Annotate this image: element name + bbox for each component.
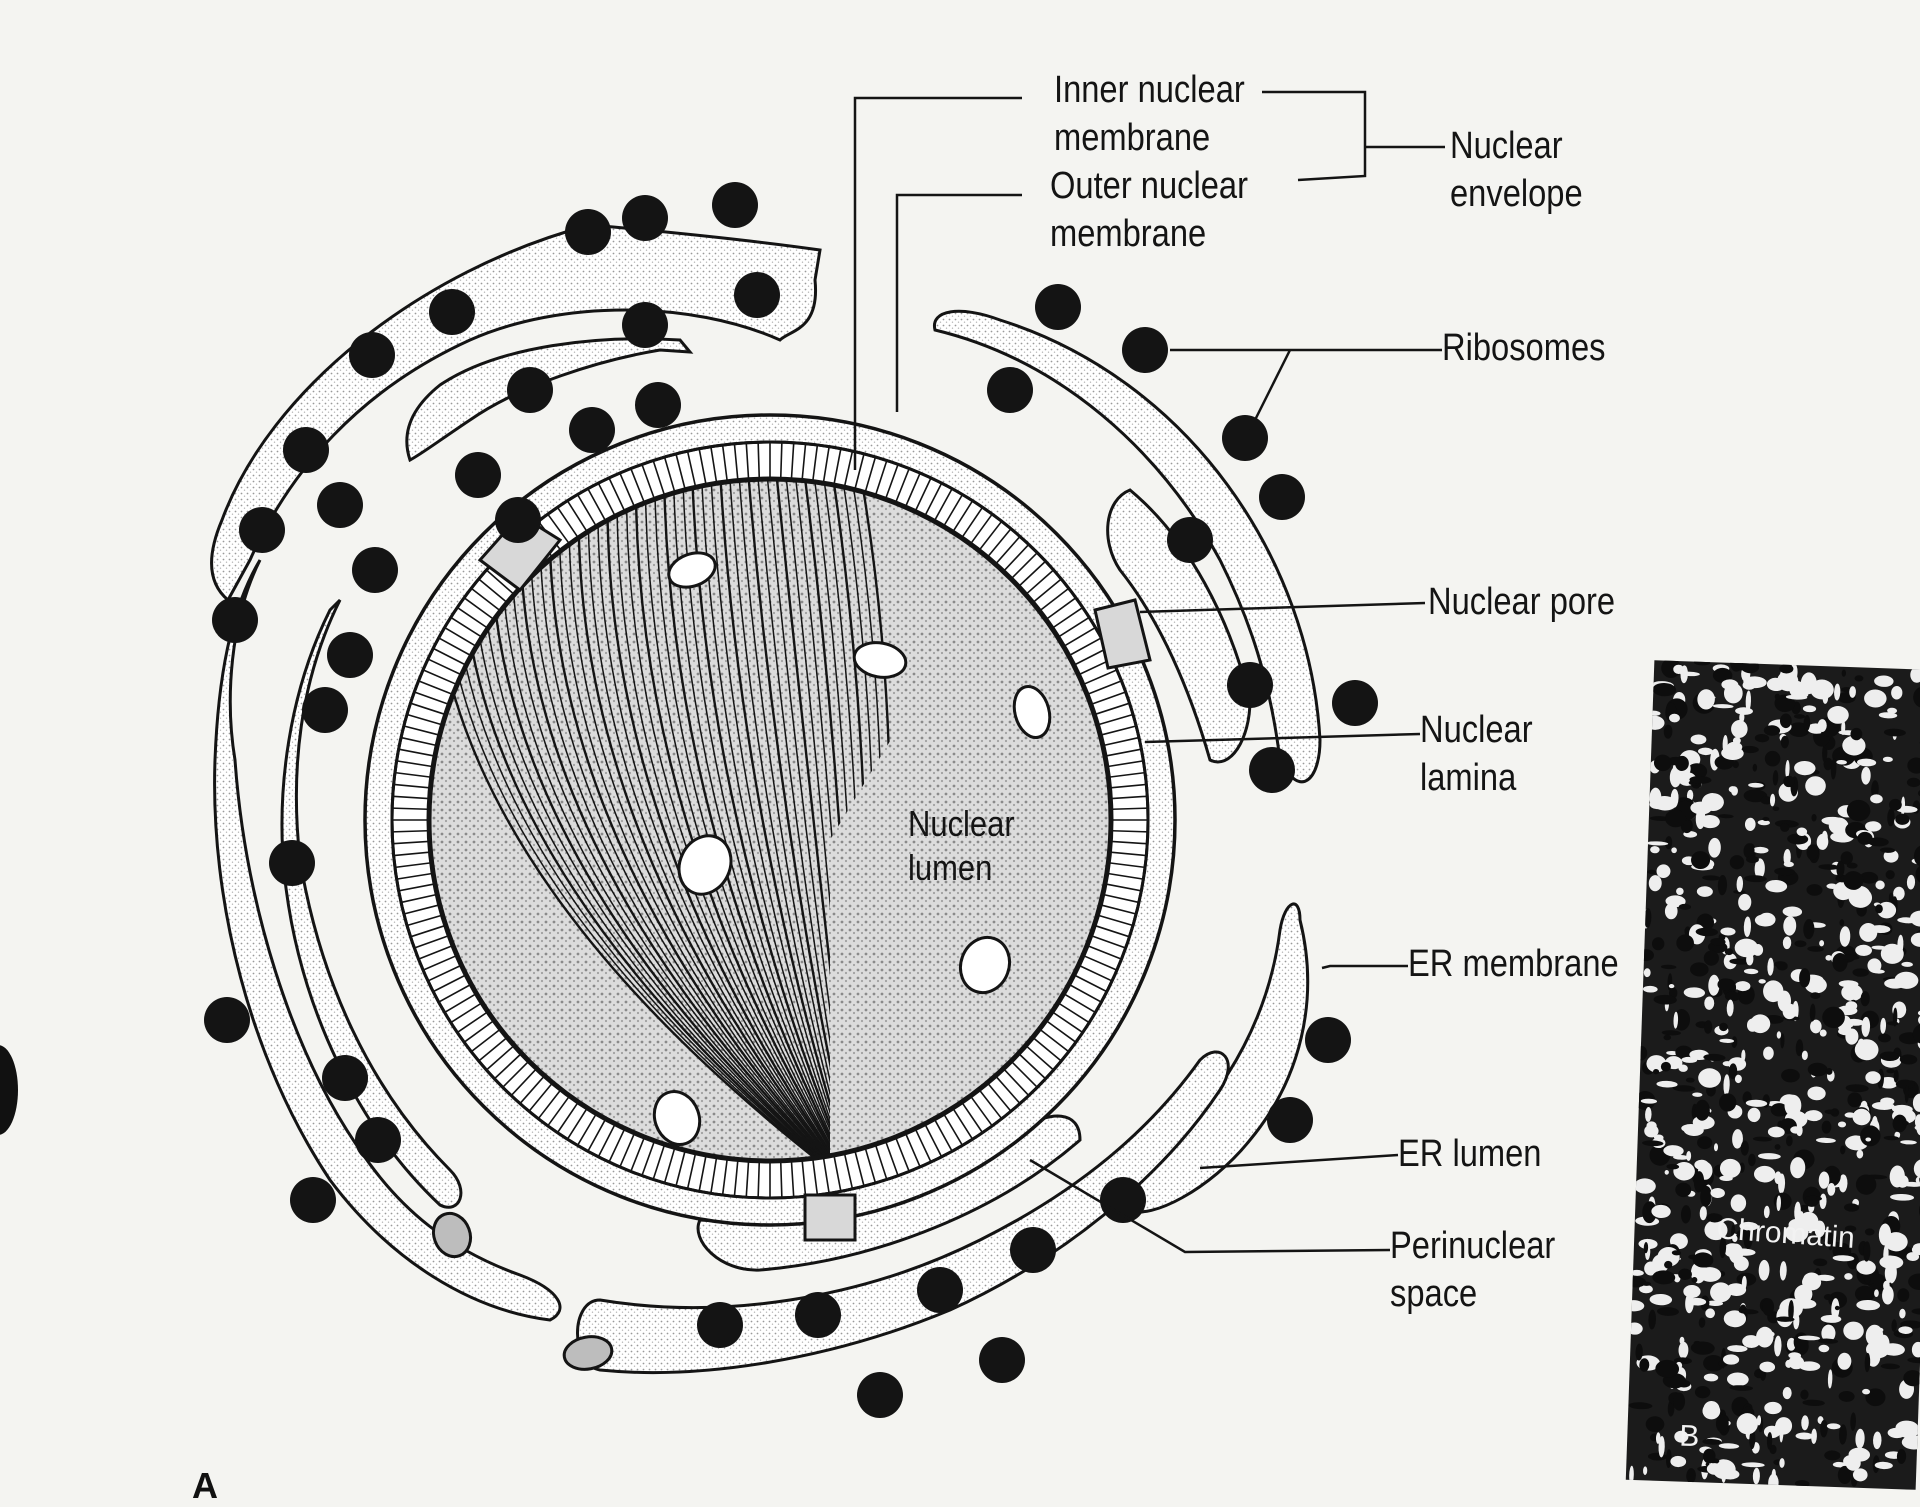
- ribosome: [290, 1177, 336, 1223]
- label-outer-nuclear-membrane: Outer nuclear membrane: [1050, 162, 1248, 258]
- panel-b-micrograph: Chromatin B: [1626, 660, 1920, 1490]
- ribosome: [495, 497, 541, 543]
- ribosome: [317, 482, 363, 528]
- ribosome: [569, 407, 615, 453]
- label-inner-nuclear-membrane: Inner nuclear membrane: [1054, 66, 1245, 162]
- label-nuclear-lamina: Nuclear lamina: [1420, 706, 1533, 802]
- ribosome: [1332, 680, 1378, 726]
- ribosome: [917, 1267, 963, 1313]
- label-perinuclear-space: Perinuclear space: [1390, 1222, 1555, 1318]
- ribosome: [1249, 747, 1295, 793]
- ribosome: [322, 1055, 368, 1101]
- ribosome: [622, 302, 668, 348]
- ribosome: [857, 1372, 903, 1418]
- label-nuclear-envelope: Nuclear envelope: [1450, 122, 1583, 218]
- ribosome: [979, 1337, 1025, 1383]
- ribosome: [987, 367, 1033, 413]
- ribosome: [327, 632, 373, 678]
- ribosome: [565, 209, 611, 255]
- ribosome: [455, 452, 501, 498]
- panel-b-letter: B: [1679, 1420, 1700, 1455]
- ribosome: [204, 997, 250, 1043]
- ribosome: [712, 182, 758, 228]
- ribosome: [1267, 1097, 1313, 1143]
- nuclear-pore-bottom: [805, 1195, 855, 1240]
- ribosome: [283, 427, 329, 473]
- ribosome: [1035, 284, 1081, 330]
- ribosome: [349, 332, 395, 378]
- ribosome: [1305, 1017, 1351, 1063]
- label-nuclear-pore: Nuclear pore: [1428, 578, 1615, 626]
- label-er-membrane: ER membrane: [1408, 940, 1619, 988]
- ribosome: [1010, 1227, 1056, 1273]
- ribosome: [507, 367, 553, 413]
- ribosome: [355, 1117, 401, 1163]
- ribosome: [239, 507, 285, 553]
- ribosome: [697, 1302, 743, 1348]
- ribosome: [1167, 517, 1213, 563]
- label-ribosomes: Ribosomes: [1442, 324, 1605, 372]
- ribosome: [734, 272, 780, 318]
- ribosome: [269, 840, 315, 886]
- ribosome: [795, 1292, 841, 1338]
- label-er-lumen: ER lumen: [1398, 1130, 1541, 1178]
- ribosome: [212, 597, 258, 643]
- label-nuclear-lumen: Nuclear lumen: [908, 802, 1015, 890]
- ribosome: [1227, 662, 1273, 708]
- ribosome: [622, 195, 668, 241]
- ribosome: [1222, 415, 1268, 461]
- ribosome: [635, 382, 681, 428]
- ribosome: [352, 547, 398, 593]
- ribosome: [1259, 474, 1305, 520]
- ribosome: [429, 289, 475, 335]
- ribosome: [302, 687, 348, 733]
- ribosome: [1122, 327, 1168, 373]
